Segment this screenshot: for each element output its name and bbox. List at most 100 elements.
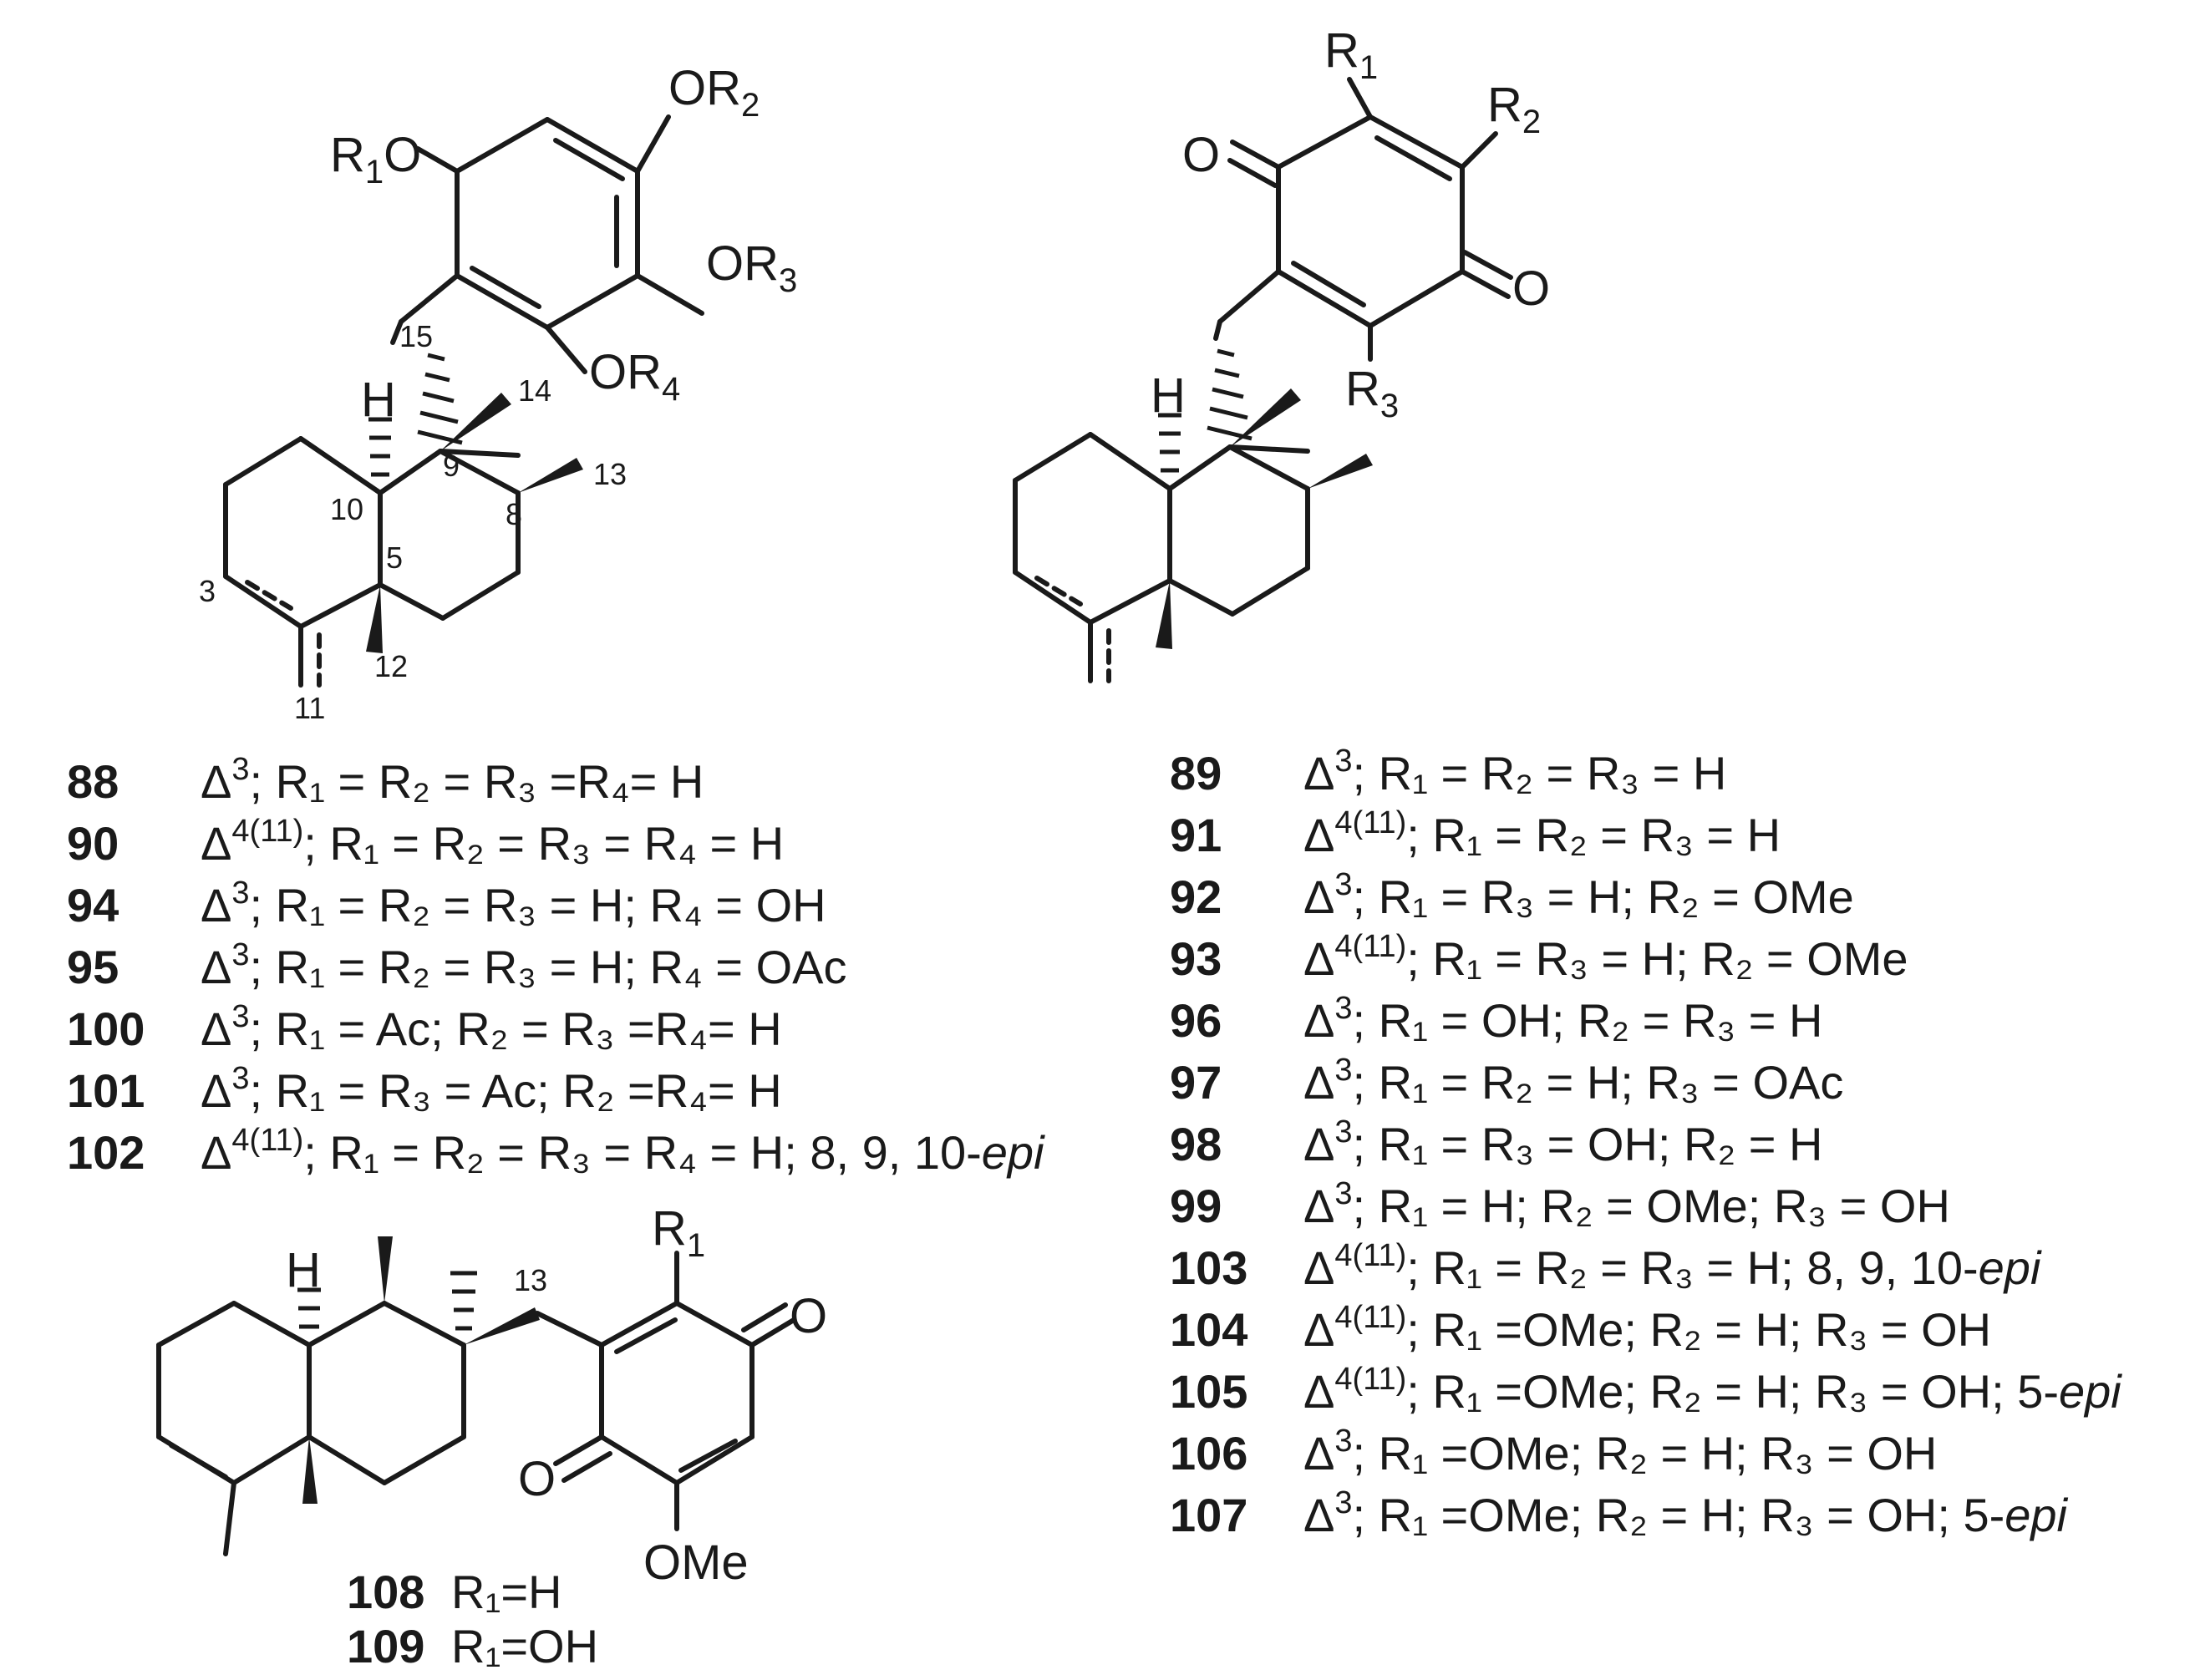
- hashed-bond-c15: [417, 353, 463, 445]
- delta-symbol: Δ: [201, 755, 231, 808]
- delta-locant: 3: [1334, 1114, 1352, 1150]
- delta-symbol: Δ: [201, 941, 231, 993]
- substituent-text: ; R₁ = R₂ = R₃ =R₄= H: [250, 755, 704, 808]
- wedge-c-methyl-top: [378, 1236, 393, 1303]
- delta-symbol: Δ: [1303, 1489, 1334, 1541]
- delta-symbol: Δ: [1303, 1241, 1334, 1294]
- delta-locant: 4(11): [1334, 929, 1406, 964]
- substituent-text: ; R₁ = R₂ = R₃ = H; 8, 9, 10-: [1406, 1241, 1978, 1294]
- compound-id: 90: [67, 817, 119, 870]
- delta-symbol: Δ: [1303, 1180, 1334, 1232]
- delta-locant: 4(11): [1334, 1238, 1406, 1273]
- wedge-c13: [518, 458, 583, 493]
- epi-text: epi: [1979, 1241, 2042, 1294]
- atom-c-r1: R1: [652, 1201, 705, 1264]
- compound-id: 108: [347, 1566, 424, 1618]
- atom-b-r2: R2: [1487, 78, 1541, 140]
- epi-text: epi: [2004, 1489, 2068, 1541]
- delta-locant: 3: [231, 999, 249, 1034]
- compound-id: 105: [1170, 1365, 1247, 1418]
- locant-14: 14: [518, 373, 551, 408]
- substituent-text: ; R₁ = OH; R₂ = R₃ = H: [1353, 994, 1823, 1047]
- compound-id: 98: [1170, 1118, 1222, 1170]
- substituent-text: ; R₁ =OMe; R₂ = H; R₃ = OH: [1353, 1427, 1938, 1480]
- substituent-text: ; R₁ = R₃ = Ac; R₂ =R₄= H: [250, 1064, 782, 1117]
- locant-12: 12: [374, 649, 408, 683]
- compound-row: 88 Δ3; R₁ = R₂ = R₃ =R₄= H: [67, 752, 704, 808]
- delta-symbol: Δ: [201, 1064, 231, 1117]
- substituent-text: ; R₁ = R₂ = R₃ = R₄ = H; 8, 9, 10-: [303, 1126, 981, 1179]
- delta-symbol: Δ: [201, 1002, 231, 1055]
- compound-id: 88: [67, 755, 119, 808]
- substituent-text: ; R₁ = R₃ = OH; R₂ = H: [1353, 1118, 1823, 1170]
- delta-symbol: Δ: [1303, 1365, 1334, 1418]
- atom-c-o2: O: [518, 1452, 556, 1506]
- locant-9: 9: [443, 449, 460, 483]
- atom-c-o1: O: [790, 1289, 827, 1343]
- compound-id: 89: [1170, 747, 1222, 799]
- compound-row: 106 Δ3; R₁ =OMe; R₂ = H; R₃ = OH: [1170, 1424, 1937, 1480]
- atom-b-r3: R3: [1345, 362, 1399, 424]
- hashed-bond-c-13: [450, 1271, 477, 1331]
- delta-symbol: Δ: [1303, 809, 1334, 861]
- compound-id: 100: [67, 1002, 145, 1055]
- delta-locant: 3: [1334, 1176, 1352, 1211]
- compound-id: 106: [1170, 1427, 1247, 1480]
- wedge-c14: [440, 393, 511, 451]
- hashed-bond-b-c15: [1207, 348, 1252, 441]
- substituent-text: ; R₁ = R₂ = H; R₃ = OAc: [1353, 1056, 1844, 1109]
- compound-id: 91: [1170, 809, 1222, 861]
- delta-symbol: Δ: [201, 1126, 231, 1179]
- delta-locant: 3: [231, 752, 249, 787]
- compound-id: 92: [1170, 870, 1222, 923]
- compound-row: 98 Δ3; R₁ = R₃ = OH; R₂ = H: [1170, 1114, 1822, 1170]
- substituent-text: ; R₁ = H; R₂ = OMe; R₃ = OH: [1353, 1180, 1950, 1232]
- delta-locant: 3: [231, 937, 249, 972]
- atom-b-h10: H: [1151, 368, 1186, 423]
- compound-id: 97: [1170, 1056, 1222, 1109]
- substituent-text: ; R₁ = R₃ = H; R₂ = OMe: [1406, 932, 1908, 985]
- atom-or3: OR3: [706, 236, 797, 299]
- epi-text: epi: [2059, 1365, 2122, 1418]
- delta-symbol: Δ: [201, 817, 231, 870]
- delta-symbol: Δ: [1303, 1427, 1334, 1480]
- hashed-bond-h10: [368, 417, 392, 477]
- compound-id: 96: [1170, 994, 1222, 1047]
- delta-locant: 3: [1334, 1424, 1352, 1459]
- structure-c: H 13 R1 O O OMe: [156, 1201, 827, 1590]
- atom-c-ome: OMe: [643, 1535, 749, 1590]
- locant-8: 8: [506, 497, 522, 531]
- delta-locant: 4(11): [1334, 1300, 1406, 1335]
- locant-13: 13: [593, 457, 627, 491]
- compound-id: 102: [67, 1126, 145, 1179]
- delta-locant: 4(11): [231, 814, 303, 849]
- compound-id: 94: [67, 879, 119, 931]
- delta-locant: 3: [1334, 991, 1352, 1026]
- atom-b-o1: O: [1182, 128, 1220, 182]
- delta-symbol: Δ: [1303, 1118, 1334, 1170]
- delta-locant: 3: [231, 1061, 249, 1096]
- atom-or2: OR2: [668, 61, 760, 124]
- epi-text: epi: [982, 1126, 1045, 1179]
- delta-symbol: Δ: [1303, 932, 1334, 985]
- substituent-text: ; R₁ =OMe; R₂ = H; R₃ = OH; 5-: [1353, 1489, 2005, 1541]
- delta-symbol: Δ: [1303, 747, 1334, 799]
- substituent-text: ; R₁ =OMe; R₂ = H; R₃ = OH: [1406, 1303, 1991, 1356]
- locant-11: 11: [294, 691, 325, 725]
